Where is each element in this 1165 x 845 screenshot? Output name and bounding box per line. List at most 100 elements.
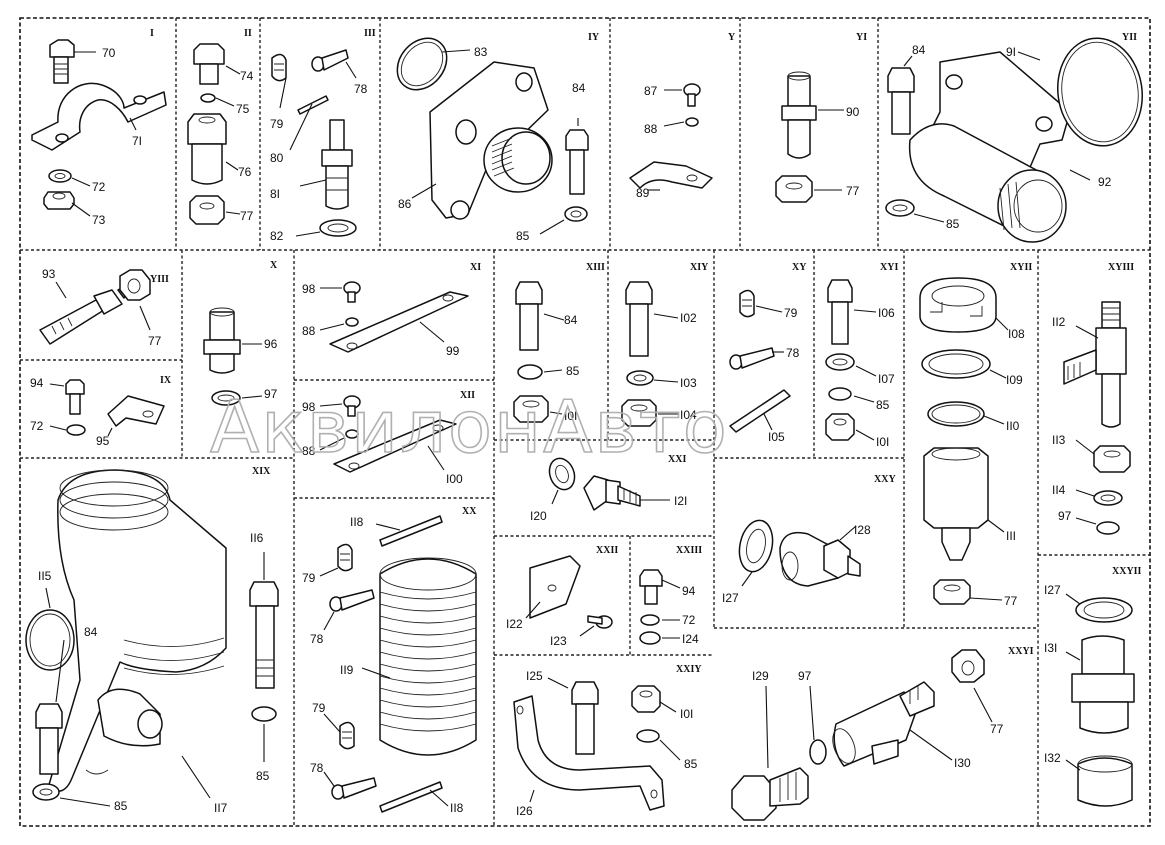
callout-75: 75 <box>236 102 250 116</box>
callout-96: 96 <box>264 337 278 351</box>
section-label-xxii: XXII <box>596 545 618 556</box>
callout-77-xxvi: 77 <box>990 722 1004 736</box>
sleeve-nut-76-icon <box>187 113 227 185</box>
section-label-iii: III <box>364 28 376 39</box>
section-xxi-parts: I20 I2I <box>530 457 687 523</box>
section-xxvii-parts: I27 I3I I32 <box>1044 583 1135 807</box>
section-xiii-parts: 84 85 I0I <box>513 281 580 423</box>
callout-97-xviii: 97 <box>1058 509 1072 523</box>
washer-103-icon <box>626 370 654 386</box>
bolt-84-iv-icon <box>565 129 589 195</box>
washer-85-xix-icon <box>32 783 60 801</box>
callout-129: I29 <box>752 669 769 683</box>
washer-85-xix-b-icon <box>251 706 277 722</box>
plate-80-icon <box>297 95 329 115</box>
section-label-ix: IX <box>160 375 172 386</box>
section-label-xxvi: XXYI <box>1008 646 1034 657</box>
section-viii-parts: 93 77 <box>39 267 162 348</box>
callout-85-vii: 85 <box>946 217 960 231</box>
elbow-pipe-117-icon <box>47 469 227 793</box>
plate-105-icon <box>729 389 791 433</box>
gasket-127-xxvii-icon <box>1075 597 1133 623</box>
section-label-xiii: XIII <box>586 262 605 273</box>
nut-77-vi-icon <box>775 175 813 203</box>
washer-72-ix-icon <box>66 424 86 436</box>
callout-132: I32 <box>1044 751 1061 765</box>
callout-85-xix-left: 85 <box>114 799 128 813</box>
callout-70: 70 <box>102 46 116 60</box>
section-label-xxi: XXI <box>668 454 686 465</box>
callout-73: 73 <box>92 213 106 227</box>
washer-85-xiii-icon <box>517 364 543 380</box>
section-label-xvii: XYII <box>1010 262 1032 273</box>
callout-119: II9 <box>340 663 354 677</box>
section-label-xxvii: XXYII <box>1112 566 1142 577</box>
screw-87-icon <box>683 83 701 107</box>
callout-84-vii: 84 <box>912 43 926 57</box>
callout-74: 74 <box>240 69 254 83</box>
strap-126-icon <box>513 695 665 811</box>
bolt-94-ix-icon <box>65 379 85 415</box>
washer-75-icon <box>200 93 216 103</box>
callout-114: II4 <box>1052 483 1066 497</box>
section-label-ii: II <box>244 28 252 39</box>
union-131-icon <box>1071 635 1135 734</box>
callout-103: I03 <box>680 376 697 390</box>
watermark-text: АквилонАвто <box>210 385 729 469</box>
slotted-nut-108-icon <box>919 277 997 333</box>
callout-104: I04 <box>680 408 697 422</box>
washer-85-iv-icon <box>564 206 588 222</box>
pin-78-xx-a-icon <box>329 589 375 612</box>
pipe-flange-92-icon <box>908 51 1071 243</box>
callout-84-xix: 84 <box>84 625 98 639</box>
callout-85-xxiv: 85 <box>684 757 698 771</box>
pin-78-xv-icon <box>729 347 775 370</box>
callout-108: I08 <box>1008 327 1025 341</box>
banjo-bolt-129-icon <box>731 767 809 821</box>
washer-114-icon <box>1093 490 1123 506</box>
washer-124-icon <box>639 631 661 645</box>
section-xxiii-parts: 94 72 I24 <box>639 569 699 646</box>
callout-85-iv: 85 <box>516 229 530 243</box>
bolt-125-icon <box>571 681 599 755</box>
callout-88-xii: 88 <box>302 444 316 458</box>
union-90-icon <box>781 71 817 159</box>
callout-85-xix-right: 85 <box>256 769 270 783</box>
callout-105: I05 <box>768 430 785 444</box>
union-nut-111-icon <box>923 447 989 561</box>
section-label-xiv: XIY <box>690 262 709 273</box>
callout-93: 93 <box>42 267 56 281</box>
screw-98-xi-icon <box>343 281 361 303</box>
section-vi-parts: 90 77 <box>775 71 860 203</box>
strip-118-bottom-icon <box>379 781 443 813</box>
callout-99: 99 <box>446 344 460 358</box>
pin-78-icon <box>311 49 349 72</box>
bolt-70-icon <box>49 39 75 84</box>
clip-79-xv-icon <box>739 289 755 318</box>
washer-107-icon <box>825 353 855 371</box>
section-label-vi: YI <box>856 32 867 43</box>
bolt-84-xiii-icon <box>515 281 543 351</box>
section-xix-parts: II5 84 II6 85 85 II7 <box>25 469 279 815</box>
callout-127-xxvii: I27 <box>1044 583 1061 597</box>
section-label-iv: IY <box>588 32 600 43</box>
section-label-i: I <box>150 28 154 39</box>
callout-130: I30 <box>954 756 971 770</box>
callout-116: II6 <box>250 531 264 545</box>
flange-86-icon <box>429 61 553 220</box>
callout-78-xx-b: 78 <box>310 761 324 775</box>
callout-102: I02 <box>680 311 697 325</box>
callout-79-xv: 79 <box>784 306 798 320</box>
callout-72-ix: 72 <box>30 419 44 433</box>
callout-111: III <box>1006 529 1016 543</box>
section-xxv-parts: I27 I28 <box>722 519 871 605</box>
callout-78-iii: 78 <box>354 82 368 96</box>
callout-94-xxiii: 94 <box>682 584 696 598</box>
callout-77-vi: 77 <box>846 184 860 198</box>
section-xv-parts: 79 78 I05 <box>729 289 800 444</box>
callout-94-ix: 94 <box>30 376 44 390</box>
tee-112-icon <box>1063 301 1127 428</box>
callout-110: II0 <box>1006 419 1020 433</box>
callout-81: 8I <box>270 187 280 201</box>
callout-77-ii: 77 <box>240 209 254 223</box>
